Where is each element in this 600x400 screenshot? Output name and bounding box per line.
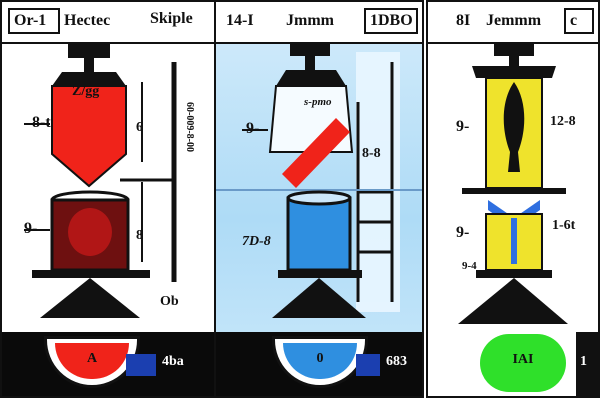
panel-2-label-left-bottom: 7D-8 (242, 234, 271, 249)
panel-2-apparatus (216, 44, 422, 318)
panel-1-vessel-mark: Z/gg (72, 84, 100, 99)
panel-3-label-right-bottom: 1-6t (552, 218, 576, 233)
panel-1-header-middle: Hectec (64, 12, 111, 29)
panel-3-footer-side: 1 (576, 332, 598, 396)
panel-3-header-right: c (564, 8, 594, 34)
panel-3: 8I Jemmm c 9- 12-8 9- 1-6t 9-4 IAI 1 (426, 0, 600, 398)
panel-2-beaker-rim (286, 190, 352, 206)
panel-3-label-left-bottom: 9- (456, 224, 470, 241)
panel-1-cap-stem (84, 56, 94, 72)
panel-1-label-left-bottom: 9- (24, 220, 38, 237)
panel-2-red-rod (282, 118, 350, 188)
panel-3-header-left: 8I (456, 12, 471, 29)
panel-3-header-middle: Jemmm (486, 12, 542, 29)
panel-2-header-left: 14-I (226, 12, 254, 29)
panel-2-cap-stem (305, 54, 315, 70)
panel-1-scale-text: 60-009-8-00 (184, 102, 195, 152)
panel-1-beaker-glow (68, 208, 112, 256)
panel-3-cap-stem (509, 54, 519, 66)
panel-1-label-right-bottom: 8 (136, 228, 143, 243)
panel-2-base-plate (278, 270, 362, 278)
panel-1-header-left: Or-1 (8, 8, 60, 34)
panel-3-label-small: 9-4 (462, 260, 477, 272)
panel-3-header: 8I Jemmm c (428, 2, 598, 44)
panel-3-cap-knob (494, 44, 534, 56)
panel-1-apparatus (24, 44, 177, 318)
panel-1-header: Or-1 Hectec Skiple (2, 2, 214, 44)
panel-2-footer-button[interactable] (356, 354, 380, 376)
panel-2-cap-collar (276, 70, 346, 86)
panel-2-header: 14-I Jmmm 1DBO (216, 2, 422, 44)
panel-2-vessel-mark: s-pmo (304, 96, 332, 108)
panel-3-cone (458, 278, 568, 324)
panel-3-footer-value: 1 (580, 354, 587, 369)
panel-1-footer-value: 4ba (162, 354, 184, 369)
panel-2-cone (272, 278, 366, 318)
panel-1-base-plate (32, 270, 150, 278)
panel-2-blue-beaker (286, 196, 352, 272)
panel-3-label-left-top: 9- (456, 118, 470, 135)
panel-1-header-right: Skiple (150, 10, 193, 27)
panel-3-dark-column (503, 82, 525, 172)
panel-1-label-left-top: 8-t (32, 114, 51, 131)
panel-2-dial-text: 0 (316, 351, 324, 366)
panel-3-footer: IAI 1 (428, 332, 598, 396)
panel-3-apparatus (458, 44, 568, 324)
panel-1-dial-text: A (86, 351, 98, 366)
panel-1-footer-button[interactable] (126, 354, 156, 376)
panel-2-header-middle: Jmmm (286, 12, 334, 29)
panel-1-cap-knob (68, 44, 110, 58)
panel-3-mid-plate (462, 188, 566, 194)
panel-1-cone (40, 278, 140, 318)
panel-3-label-right-top: 12-8 (550, 114, 576, 129)
panel-2-dial: 0 (272, 336, 368, 388)
panel-2-ladder-label: 8-8 (362, 146, 381, 161)
panel-2-cap-knob (290, 44, 330, 56)
panel-1-dial: A (44, 336, 140, 388)
panel-2-footer: 0 683 (216, 332, 422, 396)
panel-1-footer: A 4ba (2, 332, 214, 396)
panel-3-dial: IAI (480, 334, 566, 392)
panel-2-footer-value: 683 (386, 354, 407, 369)
panel-2-label-left-top: 9- (246, 120, 260, 137)
panel-3-cap-collar (472, 66, 556, 78)
panel-2: 14-I Jmmm 1DBO s-pmo 9- 8-8 7D-8 0 683 (214, 0, 424, 398)
panel-3-base-plate (476, 270, 552, 278)
panel-1-label-bottom-right: Ob (160, 294, 179, 309)
panel-1-cap-collar (52, 72, 126, 86)
panel-1: Or-1 Hectec Skiple Z/gg 8-t 6 9- 8 60-00… (0, 0, 216, 398)
panel-2-header-right: 1DBO (364, 8, 418, 34)
panel-1-red-vessel (51, 85, 127, 188)
panel-1-label-right-top: 6 (136, 120, 143, 135)
panel-3-dial-text: IAI (512, 352, 534, 367)
